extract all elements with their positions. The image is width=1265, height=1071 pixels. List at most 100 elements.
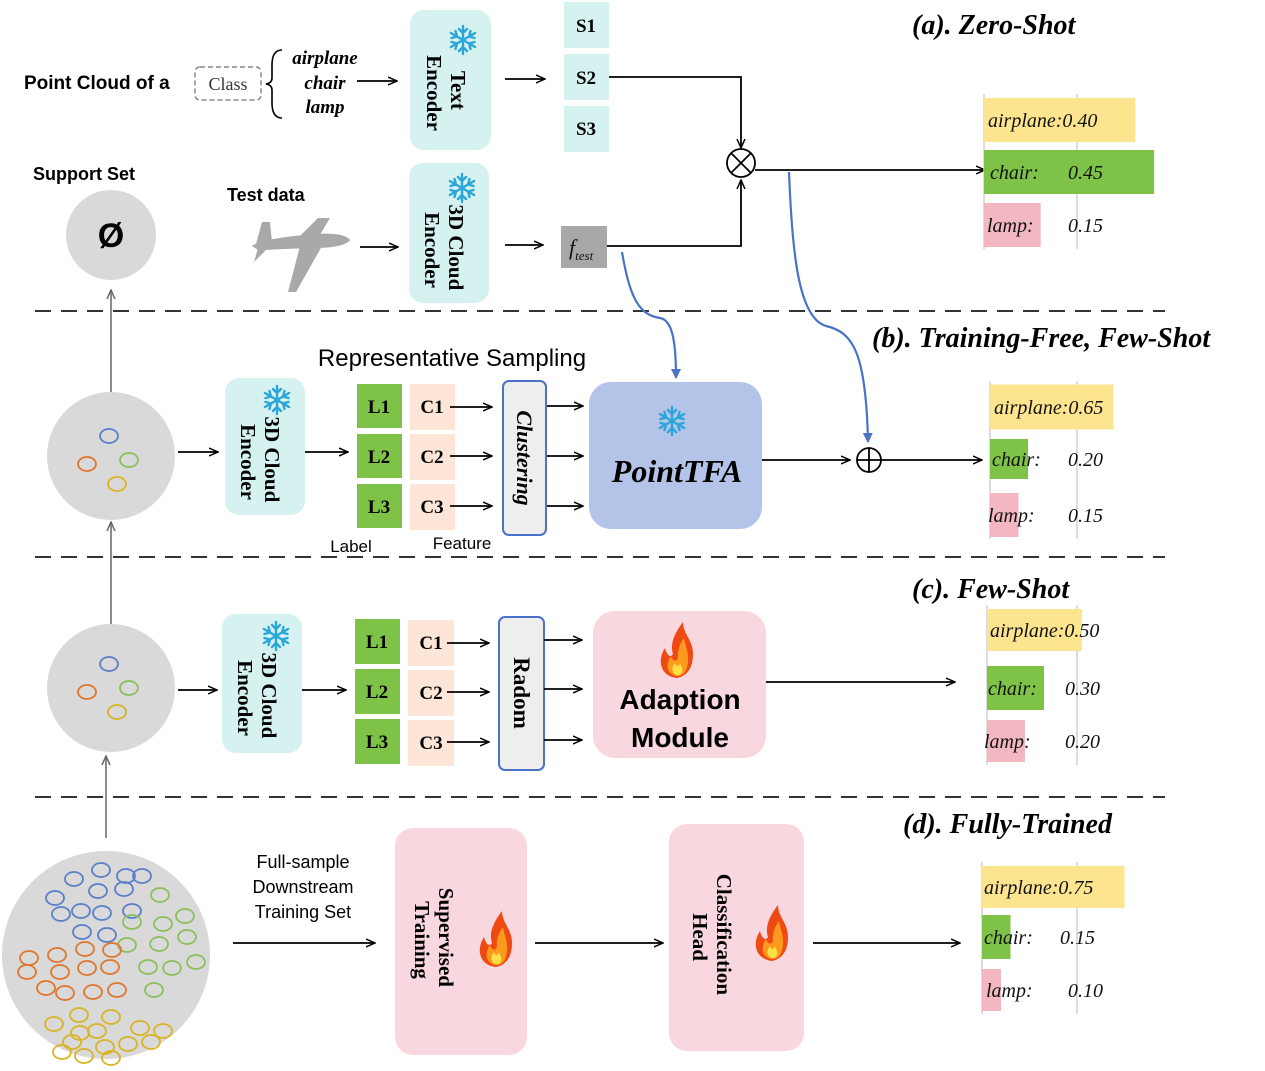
cloud-encoder-label-b: 3D Cloud Encoder <box>236 416 284 507</box>
label-b3: L3 <box>368 497 390 518</box>
feature-c2: C2 <box>419 683 442 704</box>
blue-arrow-feature-to-pointtfa <box>620 251 681 379</box>
training-point <box>62 1034 82 1050</box>
training-point <box>55 985 75 1001</box>
training-point <box>122 903 142 919</box>
label-box-c2 <box>355 669 400 714</box>
prompt-prefix: Point Cloud of a <box>24 73 170 94</box>
bar-chair <box>987 666 1044 710</box>
similarity-box-2 <box>564 54 609 100</box>
feature-c3: C3 <box>419 733 442 754</box>
training-point <box>91 862 111 878</box>
cloud-encoder-box-b <box>225 378 305 515</box>
training-point <box>101 1050 121 1066</box>
feature-b1: C1 <box>420 397 443 418</box>
bar-airplane <box>990 384 1114 430</box>
clustering-label: Clustering <box>512 410 537 505</box>
bar-lamp <box>984 203 1041 247</box>
training-point <box>118 1036 138 1052</box>
support-set-label: Support Set <box>33 164 135 184</box>
training-point <box>47 947 67 963</box>
feature-box-b1 <box>410 384 455 430</box>
training-point <box>132 868 152 884</box>
cloud-encoder-label-a: 3D Cloud Encoder <box>420 204 468 295</box>
bar-value-lamp: 0.15 <box>1068 215 1103 237</box>
bar-label-lamp: lamp: <box>984 731 1031 753</box>
empty-support-set-circle <box>66 190 156 280</box>
training-point <box>138 959 158 975</box>
support-points-c <box>77 656 139 720</box>
bar-label-lamp: lamp: <box>988 505 1035 527</box>
similarity-box-1 <box>564 2 609 48</box>
label-c2: L2 <box>366 682 388 703</box>
training-point <box>177 929 197 945</box>
similarity-s1: S1 <box>576 16 596 37</box>
label-caption: Label <box>330 537 372 556</box>
pointtfa-module <box>589 382 762 529</box>
bar-label-lamp: lamp: <box>987 215 1034 237</box>
classification-head-box <box>669 824 804 1051</box>
training-point <box>83 984 103 1000</box>
bar-lamp <box>990 493 1019 537</box>
training-point <box>17 964 37 980</box>
training-point <box>97 927 117 943</box>
bar-airplane <box>984 98 1136 142</box>
class-name-airplane: airplane <box>292 48 358 69</box>
clustering-box <box>502 380 547 536</box>
bar-value-chair: 0.20 <box>1068 449 1103 471</box>
adaption-label-1: Adaption <box>619 684 740 715</box>
similarity-box-3 <box>564 106 609 152</box>
class-brace <box>265 49 283 119</box>
training-point <box>175 908 195 924</box>
training-point <box>51 906 71 922</box>
label-box-c3 <box>355 719 400 764</box>
training-point <box>100 959 120 975</box>
training-point <box>52 1044 72 1060</box>
bar-label-chair: chair: <box>988 678 1037 700</box>
bar-label-airplane: airplane:0.50 <box>990 620 1099 642</box>
classification-head-label: Classification Head <box>688 874 736 1001</box>
bar-label-airplane: airplane:0.65 <box>994 397 1103 419</box>
training-point <box>95 1039 115 1055</box>
label-b2: L2 <box>368 447 390 468</box>
blue-arrow-zero-shot-to-add <box>787 171 873 443</box>
adaption-label-2: Module <box>631 722 729 753</box>
section-title-c: (c). Few-Shot <box>912 574 1070 605</box>
feature-box-c3 <box>408 720 454 766</box>
training-point <box>74 1048 94 1064</box>
test-feature-label: ftest <box>569 235 594 263</box>
training-point <box>36 980 56 996</box>
bar-value-lamp: 0.15 <box>1068 505 1103 527</box>
dataset-label-2: Downstream <box>252 877 353 897</box>
training-point <box>153 916 173 932</box>
training-point <box>50 964 70 980</box>
training-point <box>44 1016 64 1032</box>
bar-label-chair: chair: <box>992 449 1041 471</box>
label-box-b1 <box>357 384 402 428</box>
training-point <box>64 871 84 887</box>
feature-b3: C3 <box>420 497 443 518</box>
label-box-b2 <box>357 434 402 478</box>
training-point <box>186 954 206 970</box>
bar-value-chair: 0.45 <box>1068 162 1103 184</box>
bar-label-chair: chair: <box>990 162 1039 184</box>
cloud-encoder-box-c <box>222 614 302 753</box>
training-point <box>72 924 92 940</box>
training-point <box>101 1009 121 1025</box>
text-encoder-label: Text Encoder <box>422 55 470 131</box>
section-title-a: (a). Zero-Shot <box>912 10 1077 41</box>
training-point <box>88 883 108 899</box>
class-placeholder: Class <box>208 74 247 94</box>
training-point <box>102 942 122 958</box>
training-point <box>162 960 182 976</box>
support-set-circle-b <box>47 392 175 520</box>
test-feature-box <box>561 226 607 268</box>
bar-label-chair: chair: <box>984 927 1033 949</box>
airplane-point-cloud-icon <box>252 218 350 292</box>
random-box <box>498 616 545 771</box>
bar-value-lamp: 0.10 <box>1068 980 1103 1002</box>
bar-value-chair: 0.15 <box>1060 927 1095 949</box>
support-set-circle-c <box>47 624 175 752</box>
arrow-feature-to-multiply <box>607 180 741 247</box>
